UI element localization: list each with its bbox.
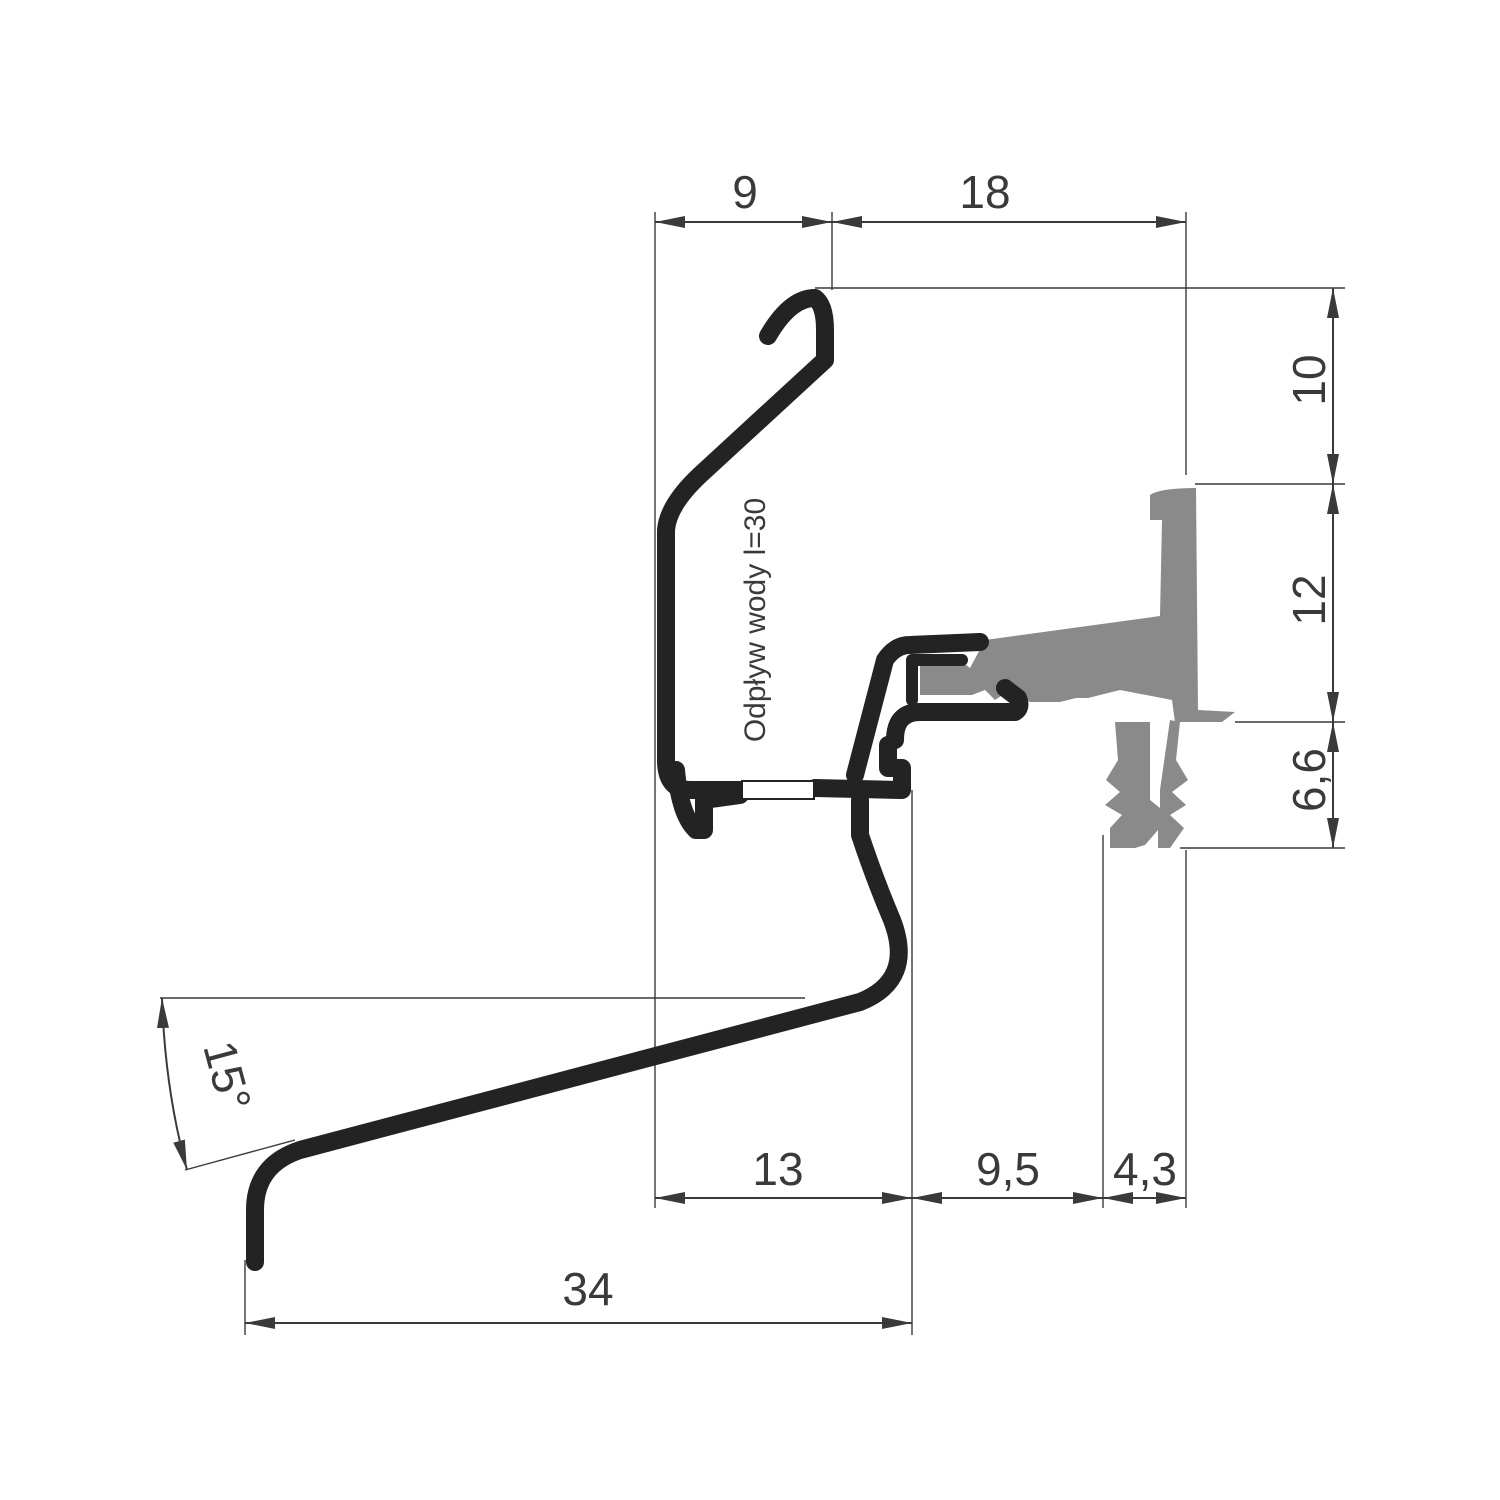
dim-right-lower: 6,6 xyxy=(1283,748,1335,812)
drainage-note: Odpływ wody l=30 xyxy=(739,498,772,742)
dim-top-right: 18 xyxy=(959,166,1010,218)
dim-overall-width: 34 xyxy=(562,1263,613,1315)
dim-right-upper: 10 xyxy=(1283,354,1335,405)
dimension-labels: 9 18 10 12 6,6 13 9,5 4,3 34 15° xyxy=(193,166,1335,1315)
dimension-lines xyxy=(156,216,1339,1329)
extension-lines xyxy=(160,212,1345,1335)
dim-slope-angle: 15° xyxy=(193,1036,261,1117)
base-gap xyxy=(741,780,815,800)
dim-bottom-middle: 9,5 xyxy=(976,1143,1040,1195)
dim-bottom-right: 4,3 xyxy=(1113,1143,1177,1195)
grey-insert-profile xyxy=(920,488,1235,848)
dim-bottom-left: 13 xyxy=(752,1143,803,1195)
dark-main-profile xyxy=(246,289,1029,1271)
dim-right-middle: 12 xyxy=(1283,574,1335,625)
dim-top-left: 9 xyxy=(732,166,758,218)
